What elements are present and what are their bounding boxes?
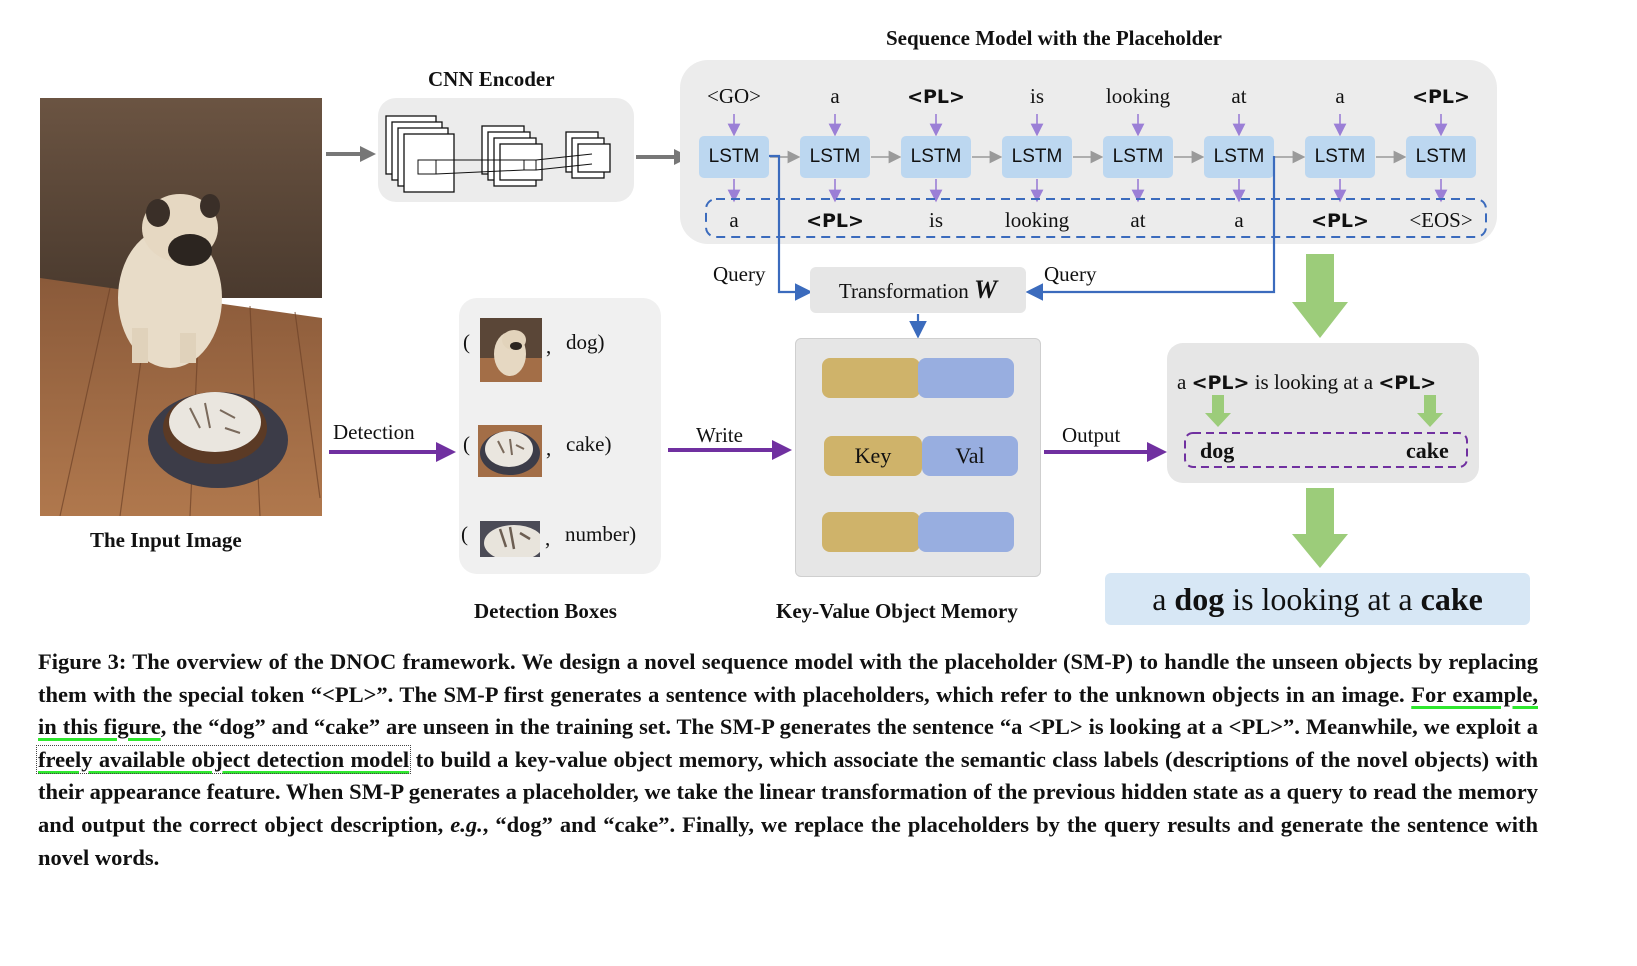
memory-key-slot xyxy=(822,512,920,552)
lstm-cell: LSTM xyxy=(1406,136,1476,178)
input-token: <GO> xyxy=(706,84,762,108)
cnn-layers-icon xyxy=(385,115,611,193)
input-photo xyxy=(40,98,322,516)
transformation-label: Transformation xyxy=(838,279,969,303)
transformation-box: Transformation W xyxy=(810,267,1026,313)
input-image-label: The Input Image xyxy=(90,528,242,552)
detection-open-paren: ( xyxy=(463,432,470,456)
caption-highlight: For example, in this figure xyxy=(38,681,1538,740)
final-word: is looking at a xyxy=(1232,581,1413,617)
detection-comma: , xyxy=(546,334,552,358)
lstm-cell: LSTM xyxy=(1305,136,1375,178)
lstm-cell: LSTM xyxy=(1002,136,1072,178)
caption-text: , “dog” and “cake”. Finally, we replace … xyxy=(38,811,1538,870)
detection-label: Detection xyxy=(333,420,415,444)
caption-text: Figure 3: The overview of the DNOC frame… xyxy=(38,649,1538,707)
filled-word-dog: dog xyxy=(1200,438,1235,463)
caption-text: to build a key-value object memory, whic… xyxy=(38,746,1539,837)
figure-caption: Figure 3: The overview of the DNOC frame… xyxy=(35,646,1539,874)
filled-word-cake: cake xyxy=(1406,438,1449,463)
detection-open-paren: ( xyxy=(463,330,470,354)
lstm-cell: LSTM xyxy=(1103,136,1173,178)
write-label: Write xyxy=(696,423,743,447)
memory-label: Key-Value Object Memory xyxy=(776,599,1018,623)
output-label: Output xyxy=(1062,423,1121,447)
lstm-cell: LSTM xyxy=(1204,136,1274,178)
output-token: <PL> xyxy=(806,210,864,232)
input-token: at xyxy=(1231,84,1247,108)
template-placeholder: <PL> xyxy=(1378,372,1437,394)
caption-italic: e.g. xyxy=(450,811,483,837)
output-token: <PL> xyxy=(1311,210,1369,232)
lstm-cell: LSTM xyxy=(800,136,870,178)
output-token: a xyxy=(1234,208,1244,232)
final-sentence-box: a dog is looking at a cake xyxy=(1105,573,1530,625)
input-token: looking xyxy=(1105,84,1171,108)
detection-boxes-label: Detection Boxes xyxy=(474,599,617,623)
caption-text: , the “dog” and “cake” are unseen in the… xyxy=(160,714,1538,740)
input-token: a xyxy=(830,84,840,108)
template-word: is looking at a xyxy=(1254,370,1374,394)
lstm-cell: LSTM xyxy=(699,136,769,178)
memory-key: Key xyxy=(824,436,922,476)
detection-label-cake: cake) xyxy=(566,432,612,456)
detection-number-thumb xyxy=(480,521,540,557)
output-token: at xyxy=(1130,208,1146,232)
detection-label-dog: dog) xyxy=(566,330,605,354)
detection-comma: , xyxy=(546,436,552,460)
final-word-cake: cake xyxy=(1420,581,1483,617)
seq-connectors xyxy=(705,114,1487,238)
query-right-label: Query xyxy=(1044,262,1097,286)
memory-val-slot xyxy=(918,512,1014,552)
detection-label-number: number) xyxy=(565,522,637,546)
lstm-cell: LSTM xyxy=(901,136,971,178)
seq-title: Sequence Model with the Placeholder xyxy=(886,26,1222,50)
input-token: <PL> xyxy=(1412,86,1470,108)
detection-comma: , xyxy=(545,526,551,550)
input-token: is xyxy=(1029,84,1044,108)
output-token: is xyxy=(928,208,943,232)
input-token: <PL> xyxy=(907,86,965,108)
memory-key-slot xyxy=(822,358,920,398)
input-token: a xyxy=(1335,84,1345,108)
final-word-dog: dog xyxy=(1174,581,1225,617)
transformation-symbol: W xyxy=(974,275,998,304)
cnn-encoder-panel xyxy=(378,98,634,202)
caption-highlight-box: freely available object detection model xyxy=(35,744,412,774)
memory-val: Val xyxy=(922,436,1018,476)
template-word: a xyxy=(1177,370,1187,394)
query-left-label: Query xyxy=(713,262,766,286)
template-sentence: a <PL> is looking at a <PL> xyxy=(1177,370,1436,395)
detection-cake-thumb xyxy=(478,425,542,477)
final-word: a xyxy=(1152,581,1167,617)
result-arrows xyxy=(1184,395,1468,468)
arrow-image-to-cnn xyxy=(326,146,376,162)
template-placeholder: <PL> xyxy=(1191,372,1250,394)
output-token: looking xyxy=(1004,208,1070,232)
output-token: a xyxy=(729,208,739,232)
cnn-title: CNN Encoder xyxy=(428,67,555,91)
output-token: <EOS> xyxy=(1409,208,1473,232)
detection-dog-thumb xyxy=(480,318,542,382)
memory-val-slot xyxy=(918,358,1014,398)
detection-open-paren: ( xyxy=(461,522,468,546)
